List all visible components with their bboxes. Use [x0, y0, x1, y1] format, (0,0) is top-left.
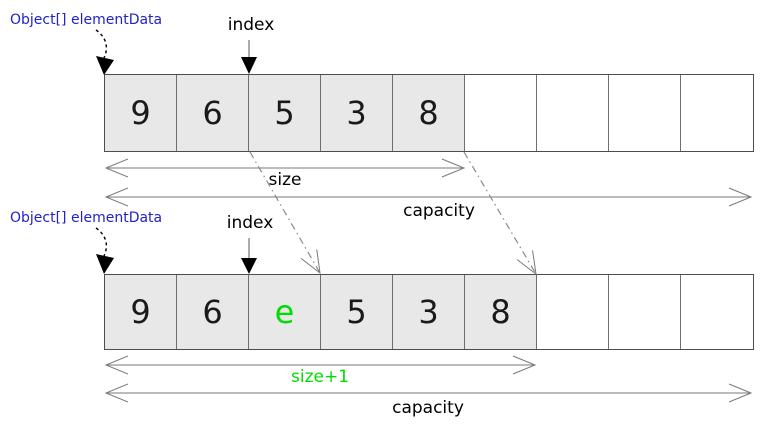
capacity-label-bottom: capacity — [392, 398, 464, 418]
index-arrow-top — [241, 40, 257, 74]
array-top-cell-2: 5 — [249, 75, 321, 151]
size-label-top: size — [268, 170, 302, 190]
array-top-cell-7 — [609, 75, 681, 151]
array-bottom-cell-inserted: e — [249, 275, 321, 349]
size-plus-one-label: size+1 — [290, 367, 350, 387]
element-data-pointer-arrow-top — [95, 29, 114, 75]
array-top-cell-5 — [465, 75, 537, 151]
pointer-label-bottom: Object[] elementData — [10, 210, 163, 226]
pointer-label-top: Object[] elementData — [10, 12, 163, 28]
array-bottom-cell-5: 8 — [465, 275, 537, 349]
array-top-cell-3: 3 — [321, 75, 393, 151]
index-label-bottom: index — [226, 213, 274, 233]
array-bottom-cell-4: 3 — [393, 275, 465, 349]
array-bottom-cell-7 — [609, 275, 681, 349]
array-top-cell-8 — [681, 75, 753, 151]
array-top-cell-6 — [537, 75, 609, 151]
array-bottom: 9 6 e 5 3 8 — [104, 274, 754, 350]
array-top-cell-4: 8 — [393, 75, 465, 151]
index-label-top: index — [227, 15, 275, 35]
capacity-label-top: capacity — [403, 201, 475, 221]
index-arrow-bottom — [241, 238, 257, 274]
array-bottom-cell-6 — [537, 275, 609, 349]
element-data-pointer-arrow-bottom — [95, 227, 114, 274]
array-bottom-cell-0: 9 — [105, 275, 177, 349]
array-bottom-cell-1: 6 — [177, 275, 249, 349]
array-top: 9 6 5 3 8 — [104, 74, 754, 152]
array-bottom-cell-8 — [681, 275, 753, 349]
array-top-cell-0: 9 — [105, 75, 177, 151]
array-top-cell-1: 6 — [177, 75, 249, 151]
array-bottom-cell-3: 5 — [321, 275, 393, 349]
